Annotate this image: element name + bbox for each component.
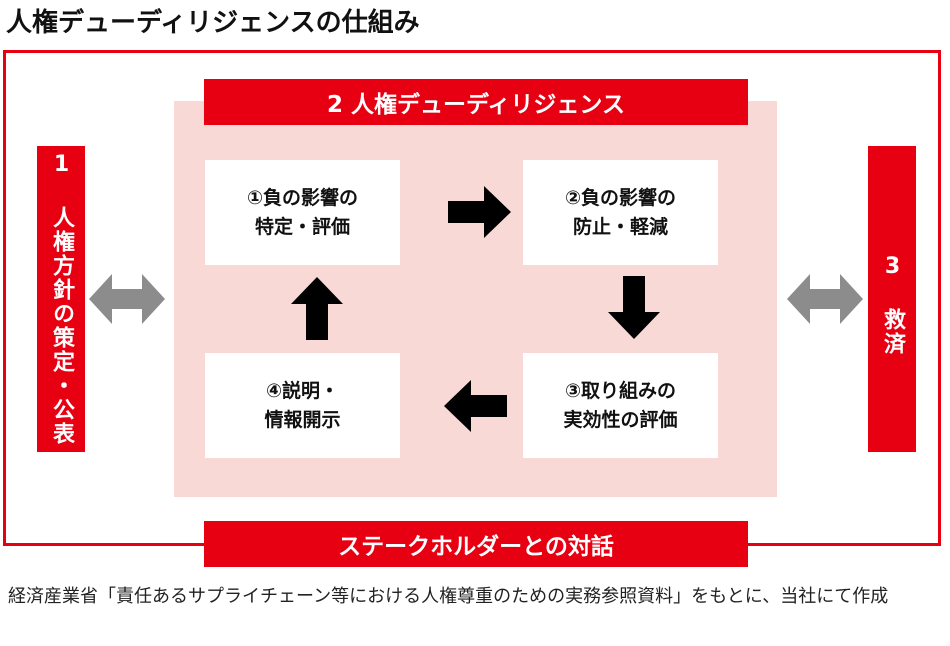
arrow-right-icon bbox=[448, 186, 511, 238]
arrow-up-icon bbox=[291, 277, 343, 340]
human-rights-policy-bar: 1 人権方針の策定・公表 bbox=[37, 146, 85, 452]
diagram-title: 人権デューディリジェンスの仕組み bbox=[6, 8, 420, 38]
arrow-left-icon bbox=[444, 380, 507, 432]
step-effectiveness-evaluation: ③取り組みの 実効性の評価 bbox=[523, 353, 718, 458]
stakeholder-dialogue-bar: ステークホルダーとの対話 bbox=[204, 521, 748, 567]
step-disclosure: ④説明・ 情報開示 bbox=[205, 353, 400, 458]
step-prevent-mitigate: ②負の影響の 防止・軽減 bbox=[523, 160, 718, 265]
source-footnote: 経済産業省「責任あるサプライチェーン等における人権尊重のための実務参照資料」をも… bbox=[8, 586, 889, 607]
remedy-bar: 3 救済 bbox=[868, 146, 916, 452]
arrow-down-icon bbox=[608, 276, 660, 339]
due-diligence-label-bar: 2 人権デューディリジェンス bbox=[204, 79, 748, 125]
double-arrow-icon bbox=[787, 274, 863, 324]
double-arrow-icon bbox=[89, 274, 165, 324]
step-identify-assess: ①負の影響の 特定・評価 bbox=[205, 160, 400, 265]
